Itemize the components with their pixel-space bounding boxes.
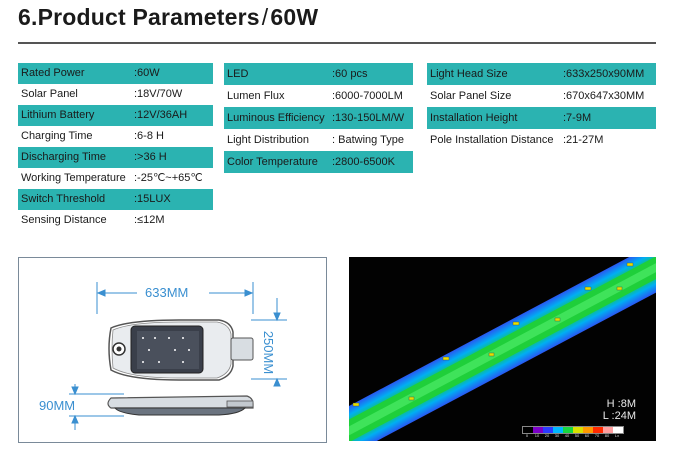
scale-swatch [573, 427, 583, 433]
spec-table-electrical: Rated Power :60W Solar Panel :18V/70W Lithiu… [18, 63, 213, 231]
scale-swatch [523, 427, 533, 433]
title-text: 6.Product Parameters [18, 4, 260, 30]
spec-row: Sensing Distance :≤12M [18, 210, 213, 231]
spec-table-dimensions: Light Head Size :633x250x90MM Solar Panel … [427, 63, 656, 151]
scale-tick-label: Lx [614, 433, 620, 438]
luminaire-top-view [108, 319, 254, 381]
spec-value: :>36 H [134, 151, 167, 163]
illumination-map [349, 257, 656, 441]
spec-value: :-25℃~+65℃ [134, 172, 203, 184]
spec-label: Pole Installation Distance [430, 134, 554, 146]
illumination-simulation-panel: H :8M L :24M 0 10 20 30 40 50 60 70 80 Lx [349, 257, 656, 441]
scale-swatch [553, 427, 563, 433]
illuminance-color-scale [522, 426, 624, 434]
spec-row: Light Head Size :633x250x90MM [427, 63, 656, 85]
spec-value: : Batwing Type [332, 134, 404, 146]
spec-label: Installation Height [430, 112, 518, 124]
illuminance-scale-labels: 0 10 20 30 40 50 60 70 80 Lx [522, 433, 622, 438]
spec-value: :21-27M [563, 134, 604, 146]
spec-value: :12V/36AH [134, 109, 188, 121]
title-slash: / [261, 4, 269, 30]
spec-label: Discharging Time [21, 151, 106, 163]
spec-row: Discharging Time :>36 H [18, 147, 213, 168]
scale-tick-label: 30 [554, 433, 560, 438]
spec-label: Luminous Efficiency [227, 112, 325, 124]
page-title: 6.Product Parameters/60W [18, 4, 318, 31]
scale-swatch [563, 427, 573, 433]
pole-distance-label: L :24M [602, 410, 636, 422]
spec-label: Lithium Battery [21, 109, 95, 121]
luminaire-markers [352, 262, 634, 407]
spec-row: Light Distribution : Batwing Type [224, 129, 413, 151]
scale-tick-label: 20 [544, 433, 550, 438]
spec-value: :15LUX [134, 193, 171, 205]
height-dimension-line [69, 384, 124, 430]
spec-row: Charging Time :6-8 H [18, 126, 213, 147]
scale-tick-label: 80 [604, 433, 610, 438]
spec-row: Luminous Efficiency :130-150LM/W [224, 107, 413, 129]
spec-row: Color Temperature :2800-6500K [224, 151, 413, 173]
spec-row: Lumen Flux :6000-7000LM [224, 85, 413, 107]
spec-value: :6-8 H [134, 130, 164, 142]
spec-label: Light Distribution [227, 134, 309, 146]
spec-label: Solar Panel Size [430, 90, 512, 102]
spec-row: Installation Height :7-9M [427, 107, 656, 129]
scale-swatch [613, 427, 623, 433]
title-divider [18, 42, 656, 44]
scale-tick-label: 60 [584, 433, 590, 438]
spec-value: :18V/70W [134, 88, 183, 100]
spec-label: Lumen Flux [227, 90, 285, 102]
spec-value: :130-150LM/W [332, 112, 405, 124]
scale-tick-label: 10 [534, 433, 540, 438]
spec-value: :7-9M [563, 112, 592, 124]
spec-label: Solar Panel [21, 88, 78, 100]
spec-value: :670x647x30MM [563, 90, 645, 102]
spec-value: :60 pcs [332, 68, 368, 80]
length-dimension-line [96, 282, 254, 314]
luminaire-side-view [107, 395, 254, 416]
width-label-wrap: 250MM [261, 321, 284, 381]
scale-tick-label: 0 [525, 433, 529, 438]
spec-value: :6000-7000LM [332, 90, 403, 102]
scale-swatch [603, 427, 613, 433]
spec-row: Working Temperature :-25℃~+65℃ [18, 168, 213, 189]
scale-swatch [533, 427, 543, 433]
spec-row: LED :60 pcs [224, 63, 413, 85]
scale-swatch [543, 427, 553, 433]
spec-row: Pole Installation Distance :21-27M [427, 129, 656, 151]
spec-value: :2800-6500K [332, 156, 395, 168]
scale-swatch [583, 427, 593, 433]
spec-label: Light Head Size [430, 68, 508, 80]
scale-tick-label: 50 [574, 433, 580, 438]
scale-tick-label: 40 [564, 433, 570, 438]
spec-row: Lithium Battery :12V/36AH [18, 105, 213, 126]
scale-tick-label: 70 [594, 433, 600, 438]
dimension-drawing-panel: 633MM 250MM 90MM [18, 257, 327, 443]
width-dimension-line [251, 298, 287, 387]
spec-value: :≤12M [134, 214, 165, 226]
spec-row: Solar Panel :18V/70W [18, 84, 213, 105]
spec-label: Rated Power [21, 67, 85, 79]
length-label: 633MM [145, 285, 189, 300]
spec-label: Switch Threshold [21, 193, 106, 205]
height-label: 90MM [39, 398, 76, 413]
spec-label: Color Temperature [227, 156, 318, 168]
spec-value: :633x250x90MM [563, 68, 645, 80]
spec-label: LED [227, 68, 249, 80]
spec-value: :60W [134, 67, 160, 79]
scale-swatch [593, 427, 603, 433]
luminaire-drawing [69, 282, 287, 430]
spec-row: Switch Threshold :15LUX [18, 189, 213, 210]
spec-label: Charging Time [21, 130, 93, 142]
spec-label: Working Temperature [21, 172, 126, 184]
spec-label: Sensing Distance [21, 214, 107, 226]
title-model: 60W [270, 4, 319, 30]
mounting-height-label: H :8M [606, 398, 636, 410]
width-label: 250MM [261, 330, 277, 375]
spec-row: Rated Power :60W [18, 63, 213, 84]
spec-row: Solar Panel Size :670x647x30MM [427, 85, 656, 107]
